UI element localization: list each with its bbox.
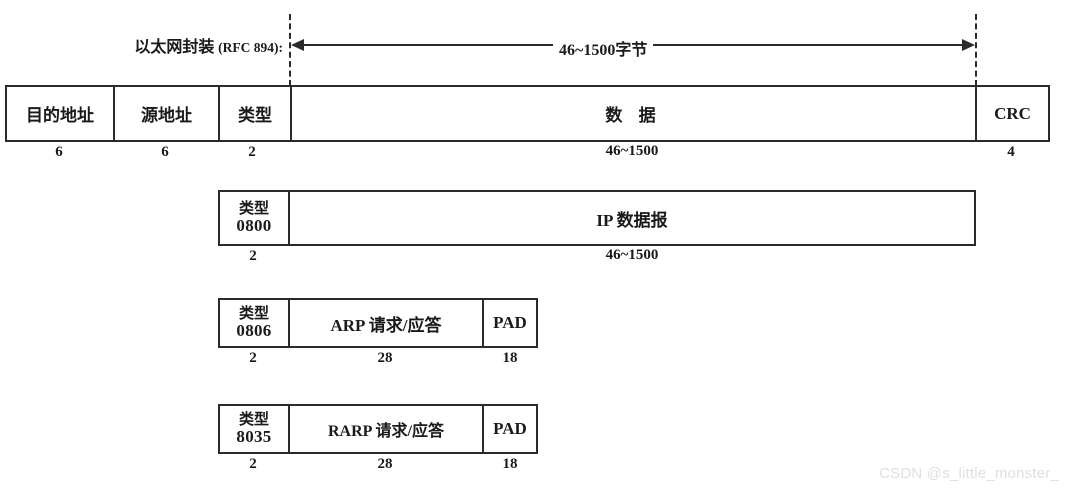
guide-line-right [975,14,977,86]
cell-arp-pad: PAD [484,300,536,346]
size-rarp-pad: 18 [502,456,518,472]
cell-arp-payload: ARP 请求/应答 [290,300,484,346]
size-rarp-payload: 28 [377,456,393,472]
cell-rarp-payload: RARP 请求/应答 [290,406,484,452]
ip-datagram-row: 类型 0800 IP 数据报 [218,190,976,246]
cell-data-label: 数 据 [605,106,662,125]
caption-chinese-text: 以太网封装 [134,39,215,56]
arp-row: 类型 0806 ARP 请求/应答 PAD [218,298,538,348]
size-type-8035: 2 [249,456,257,472]
cell-type-label: 类型 [238,106,272,125]
arrow-head-right-icon [962,39,975,51]
cell-dest-address: 目的地址 [7,87,115,140]
size-crc: 4 [1007,144,1015,160]
size-type-0800: 2 [249,248,257,264]
size-ip-datagram: 46~1500 [605,247,659,263]
csdn-watermark: CSDN @s_little_monster_ [879,465,1059,482]
cell-rarp-pad: PAD [484,406,536,452]
cell-ip-datagram: IP 数据报 [290,192,974,244]
cell-type-0806-stack: 类型 0806 [236,305,272,340]
cell-type: 类型 [220,87,292,140]
cell-type-0806-line2: 0806 [236,320,272,340]
cell-ip-datagram-label: IP 数据报 [596,210,668,230]
cell-type-0800-line1: 类型 [238,200,269,217]
cell-type-8035: 类型 8035 [220,406,290,452]
size-arp-payload: 28 [377,350,393,366]
cell-source-address: 源地址 [115,87,220,140]
guide-line-left [289,14,291,86]
cell-dest-address-label: 目的地址 [26,106,94,125]
size-dest-address: 6 [55,144,63,160]
cell-crc: CRC [977,87,1048,140]
size-type: 2 [248,144,256,160]
cell-type-0806: 类型 0806 [220,300,290,346]
cell-rarp-pad-label: PAD [493,419,527,438]
cell-source-address-label: 源地址 [141,106,192,125]
cell-type-8035-line1: 类型 [238,411,269,428]
size-data: 46~1500 [605,143,659,159]
cell-type-0800-line2: 0800 [236,215,272,235]
cell-rarp-payload-label: RARP 请求/应答 [327,423,444,440]
rarp-row: 类型 8035 RARP 请求/应答 PAD [218,404,538,454]
data-length-span-label: 46~1500字节 [553,36,654,60]
caption-rfc-reference: (RFC 894): [218,40,283,55]
cell-type-8035-line2: 8035 [236,426,272,446]
arrow-head-left-icon [291,39,304,51]
cell-data: 数 据 [292,87,977,140]
cell-type-0800-stack: 类型 0800 [236,200,272,235]
cell-arp-pad-label: PAD [493,313,527,332]
cell-type-8035-stack: 类型 8035 [236,411,272,446]
cell-type-0800: 类型 0800 [220,192,290,244]
figure-caption: 以太网封装 (RFC 894): [0,33,283,57]
size-type-0806: 2 [249,350,257,366]
size-arp-pad: 18 [502,350,518,366]
cell-type-0806-line1: 类型 [238,305,269,322]
ethernet-frame-row: 目的地址 源地址 类型 数 据 CRC [5,85,1050,142]
cell-arp-payload-label: ARP 请求/应答 [330,315,442,335]
cell-crc-label: CRC [994,103,1031,123]
size-source-address: 6 [161,144,169,160]
